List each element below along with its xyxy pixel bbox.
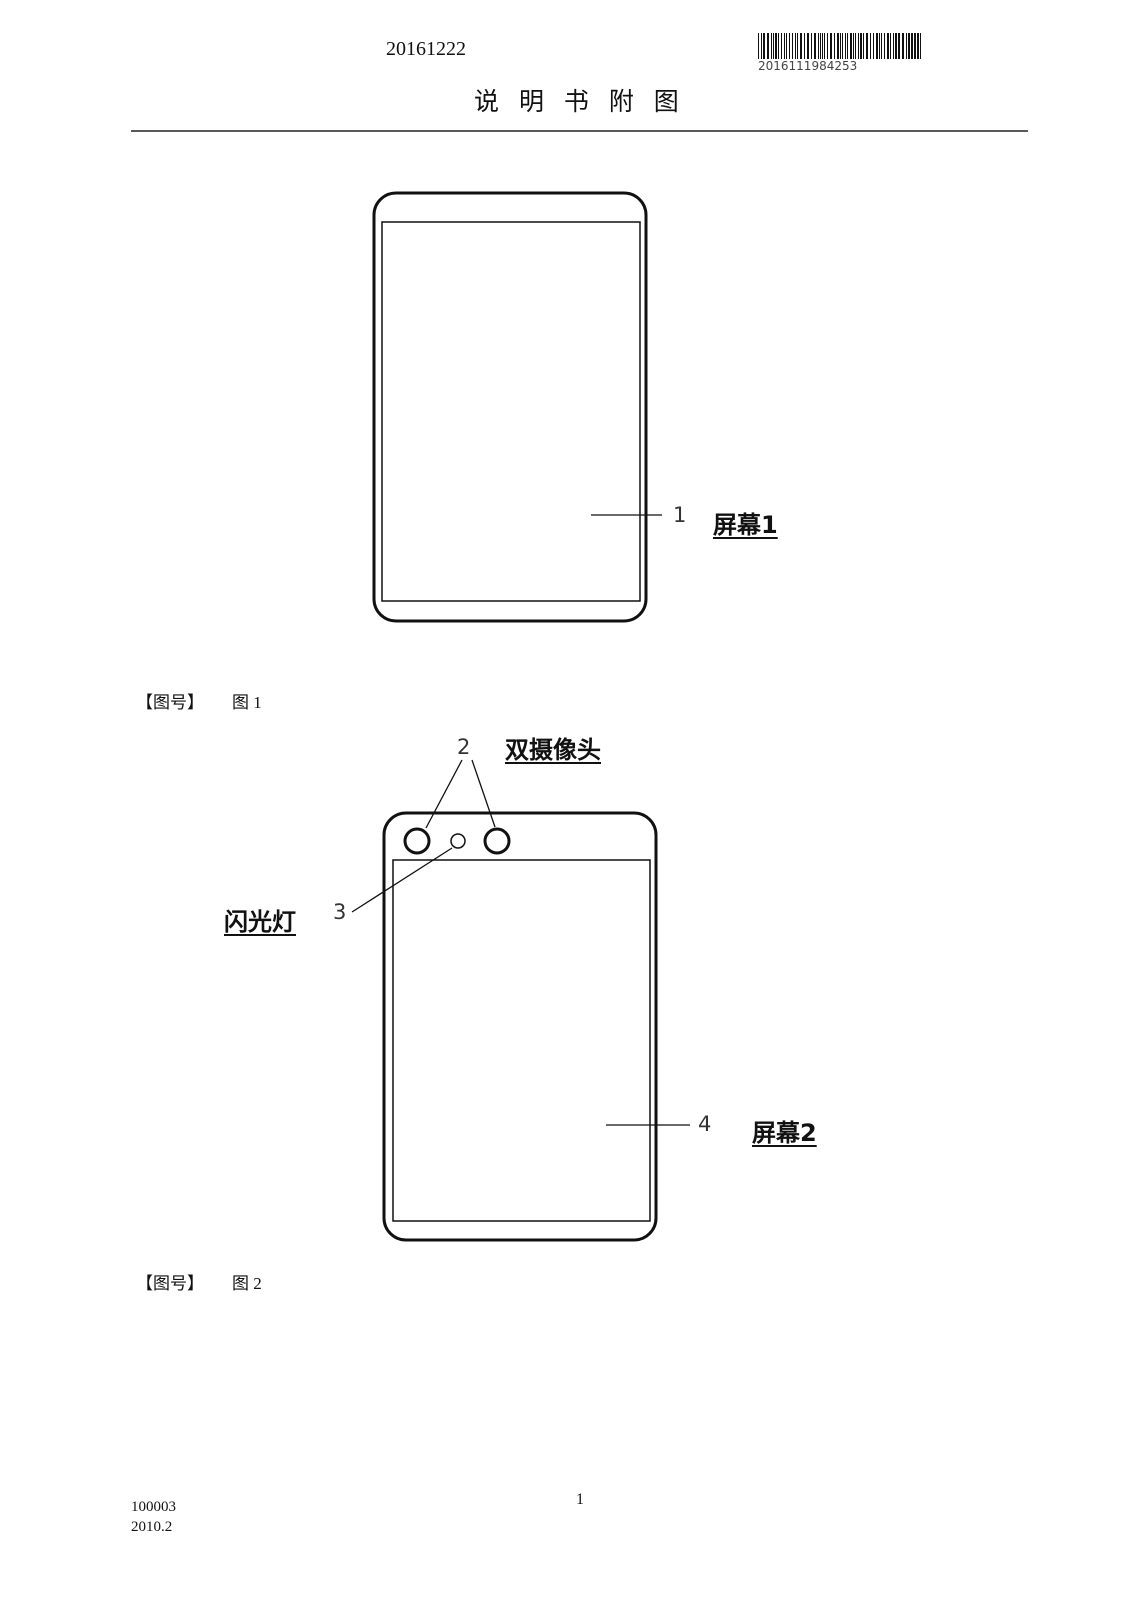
barcode-bar <box>773 33 774 59</box>
barcode-bar <box>797 33 798 59</box>
barcode-bar <box>778 33 779 59</box>
callout-label-flash: 闪光灯 <box>224 908 296 936</box>
barcode-bar <box>795 33 796 59</box>
barcode-bar <box>830 33 832 59</box>
barcode-bar <box>914 33 916 59</box>
barcode-bar <box>911 33 913 59</box>
barcode-bar <box>863 33 864 59</box>
barcode-bar <box>763 33 765 59</box>
barcode-bar <box>853 33 854 59</box>
phone-body <box>372 191 648 623</box>
barcode-bar <box>917 33 919 59</box>
barcode-bar <box>890 33 891 59</box>
barcode-bar <box>847 33 848 59</box>
figure-2-caption-tag: 【图号】 <box>136 1274 204 1293</box>
phone-body <box>382 811 658 1242</box>
barcode-bar <box>789 33 790 59</box>
barcode-bar <box>866 33 868 59</box>
figure-1-caption-tag: 【图号】 <box>136 693 204 712</box>
barcode-bar <box>884 33 885 59</box>
barcode-bar <box>908 33 910 59</box>
barcode-bar <box>811 33 812 59</box>
barcode-bar <box>758 33 759 59</box>
figure-2-phone <box>351 759 690 1242</box>
barcode-bar <box>800 33 802 59</box>
barcode-bar <box>807 33 809 59</box>
barcode-bar <box>827 33 828 59</box>
filing-date: 20161222 <box>386 38 466 60</box>
barcode-number: 2016111984253 <box>758 59 858 73</box>
callout-number-2: 2 <box>457 735 471 759</box>
barcode-bar <box>887 33 889 59</box>
callout-number-3: 3 <box>333 900 347 924</box>
barcode <box>758 33 921 59</box>
barcode-bar <box>814 33 816 59</box>
form-code: 100003 <box>131 1499 176 1515</box>
barcode-bar <box>771 33 772 59</box>
barcode-bar <box>870 33 871 59</box>
barcode-bar <box>775 33 777 59</box>
leader-line-2a <box>425 759 463 829</box>
barcode-bar <box>876 33 878 59</box>
barcode-bar <box>858 33 859 59</box>
barcode-bar <box>873 33 874 59</box>
flash <box>450 833 466 849</box>
figure-1-phone <box>372 191 662 623</box>
barcode-bar <box>879 33 880 59</box>
barcode-bar <box>842 33 843 59</box>
form-version: 2010.2 <box>131 1519 173 1535</box>
barcode-bar <box>824 33 825 59</box>
barcode-bar <box>902 33 904 59</box>
barcode-bar <box>893 33 894 59</box>
barcode-bar <box>792 33 793 59</box>
callout-label-screen-2: 屏幕2 <box>752 1119 817 1147</box>
barcode-bar <box>860 33 862 59</box>
leader-line-2b <box>471 759 496 828</box>
callout-label-dual-camera: 双摄像头 <box>505 736 601 764</box>
figure-1-caption: 图 1 <box>232 693 262 712</box>
barcode-bar <box>781 33 782 59</box>
barcode-bar <box>920 33 921 59</box>
barcode-bar <box>834 33 835 59</box>
barcode-bar <box>822 33 823 59</box>
barcode-bar <box>906 33 907 59</box>
barcode-bar <box>845 33 846 59</box>
callout-number-1: 1 <box>673 503 687 527</box>
barcode-bar <box>804 33 805 59</box>
barcode-bar <box>898 33 900 59</box>
barcode-bar <box>837 33 839 59</box>
barcode-bar <box>850 33 852 59</box>
page-title: 说 明 书 附 图 <box>474 87 685 116</box>
barcode-bar <box>786 33 787 59</box>
barcode-bar <box>855 33 856 59</box>
barcode-bar <box>881 33 882 59</box>
callout-label-screen-1: 屏幕1 <box>713 511 778 539</box>
screen-1 <box>381 221 641 602</box>
callout-number-4: 4 <box>698 1112 712 1136</box>
barcode-bar <box>895 33 897 59</box>
leader-line-3 <box>351 847 453 913</box>
barcode-bar <box>820 33 821 59</box>
screen-2 <box>392 859 651 1222</box>
barcode-bar <box>761 33 762 59</box>
barcode-bar <box>784 33 785 59</box>
camera-left <box>403 827 431 855</box>
barcode-bar <box>840 33 841 59</box>
camera-right <box>483 827 511 855</box>
barcode-bar <box>767 33 769 59</box>
barcode-bar <box>818 33 819 59</box>
figure-2-caption: 图 2 <box>232 1274 262 1293</box>
page-number: 1 <box>576 1491 584 1508</box>
